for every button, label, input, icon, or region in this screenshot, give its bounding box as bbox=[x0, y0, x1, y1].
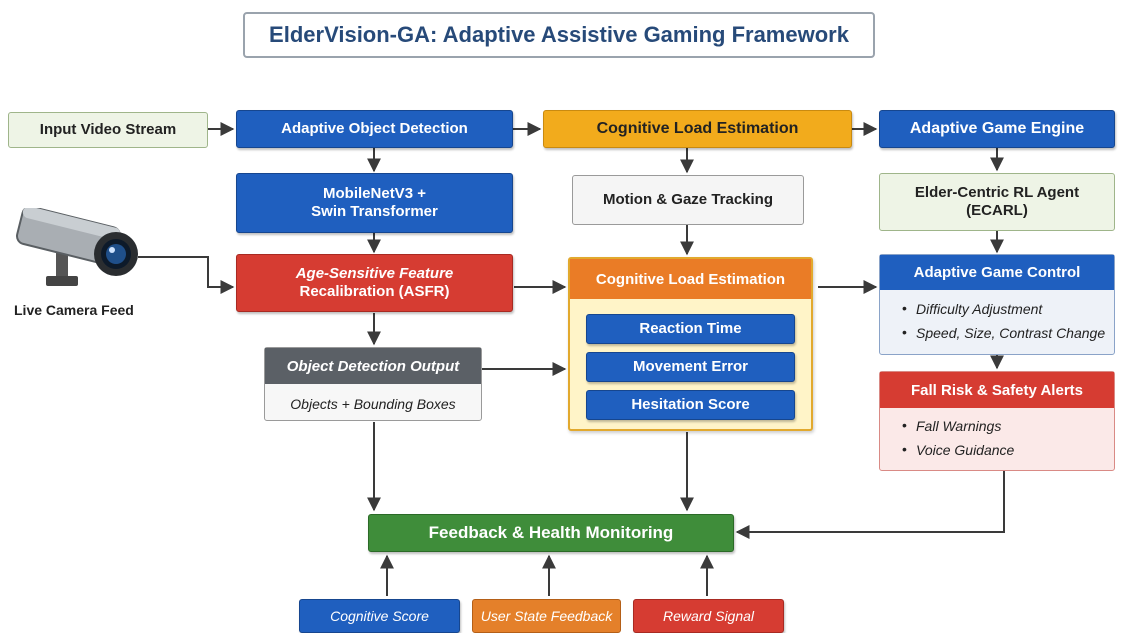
adaptive-game-control-list: Difficulty Adjustment Speed, Size, Contr… bbox=[902, 300, 1110, 349]
fall-risk-title: Fall Risk & Safety Alerts bbox=[910, 381, 1083, 399]
cognitive-score-node: Cognitive Score bbox=[299, 599, 460, 633]
arrow-camera-to-asfr bbox=[138, 256, 235, 294]
adaptive-game-control-title: Adaptive Game Control bbox=[913, 264, 1081, 281]
feedback-health-monitoring-node: Feedback & Health Monitoring bbox=[368, 514, 734, 552]
fall-risk-list: Fall Warnings Voice Guidance bbox=[902, 417, 1110, 466]
asfr-label-line1: Age-Sensitive Feature bbox=[295, 265, 454, 282]
adaptive-game-engine-label: Adaptive Game Engine bbox=[909, 120, 1085, 138]
fall-risk-item-warnings: Fall Warnings bbox=[902, 417, 1110, 434]
cognitive-score-label: Cognitive Score bbox=[330, 607, 429, 624]
live-camera-feed-label: Live Camera Feed bbox=[14, 302, 134, 318]
object-detection-output-body: Objects + Bounding Boxes bbox=[290, 396, 456, 412]
motion-gaze-tracking-label: Motion & Gaze Tracking bbox=[602, 191, 774, 208]
reaction-time-label: Reaction Time bbox=[639, 320, 742, 337]
adaptive-game-control-header: Adaptive Game Control bbox=[880, 255, 1114, 290]
backbone-node: MobileNetV3 + Swin Transformer bbox=[236, 173, 513, 233]
asfr-label-line2: Recalibration (ASFR) bbox=[299, 283, 450, 300]
rl-agent-node: Elder-Centric RL Agent (ECARL) bbox=[879, 173, 1115, 231]
adaptive-object-detection-node: Adaptive Object Detection bbox=[236, 110, 513, 148]
fall-risk-item-voice-guidance: Voice Guidance bbox=[902, 441, 1110, 458]
adaptive-game-control-panel: Adaptive Game Control Difficulty Adjustm… bbox=[879, 254, 1115, 355]
object-detection-output-panel: Object Detection Output Objects + Boundi… bbox=[264, 347, 482, 421]
hesitation-score-metric: Hesitation Score bbox=[586, 390, 795, 420]
reaction-time-metric: Reaction Time bbox=[586, 314, 795, 344]
reward-signal-label: Reward Signal bbox=[662, 607, 755, 624]
adaptive-object-detection-label: Adaptive Object Detection bbox=[281, 120, 468, 137]
fall-risk-panel: Fall Risk & Safety Alerts Fall Warnings … bbox=[879, 371, 1115, 471]
backbone-label-line1: MobileNetV3 + bbox=[323, 185, 426, 202]
rl-agent-label-line1: Elder-Centric RL Agent bbox=[914, 184, 1080, 201]
diagram-title: ElderVision-GA: Adaptive Assistive Gamin… bbox=[243, 12, 875, 58]
game-control-item-speed-size-contrast: Speed, Size, Contrast Change bbox=[902, 324, 1110, 341]
game-control-item-difficulty: Difficulty Adjustment bbox=[902, 300, 1110, 317]
reward-signal-node: Reward Signal bbox=[633, 599, 784, 633]
adaptive-game-engine-node: Adaptive Game Engine bbox=[879, 110, 1115, 148]
cognitive-load-panel-header: Cognitive Load Estimation bbox=[570, 259, 811, 299]
motion-gaze-tracking-node: Motion & Gaze Tracking bbox=[572, 175, 804, 225]
user-state-feedback-node: User State Feedback bbox=[472, 599, 621, 633]
object-detection-output-title: Object Detection Output bbox=[286, 357, 460, 375]
arrow-fallrisk-to-feedback bbox=[735, 471, 1005, 539]
movement-error-label: Movement Error bbox=[632, 358, 749, 375]
security-camera-icon bbox=[14, 205, 144, 298]
asfr-node: Age-Sensitive Feature Recalibration (ASF… bbox=[236, 254, 513, 312]
cognitive-load-panel-title: Cognitive Load Estimation bbox=[595, 270, 786, 288]
fall-risk-header: Fall Risk & Safety Alerts bbox=[880, 372, 1114, 408]
cognitive-load-estimation-top-node: Cognitive Load Estimation bbox=[543, 110, 852, 148]
user-state-feedback-label: User State Feedback bbox=[480, 607, 613, 624]
cognitive-load-estimation-top-label: Cognitive Load Estimation bbox=[596, 120, 799, 138]
rl-agent-label-line2: (ECARL) bbox=[966, 202, 1028, 219]
object-detection-output-header: Object Detection Output bbox=[265, 348, 481, 384]
cognitive-load-panel: Cognitive Load Estimation Reaction Time … bbox=[568, 257, 813, 431]
backbone-label-line2: Swin Transformer bbox=[311, 203, 438, 220]
input-video-stream-label: Input Video Stream bbox=[39, 121, 177, 138]
movement-error-metric: Movement Error bbox=[586, 352, 795, 382]
input-video-stream-node: Input Video Stream bbox=[8, 112, 208, 148]
hesitation-score-label: Hesitation Score bbox=[631, 396, 750, 413]
feedback-health-monitoring-label: Feedback & Health Monitoring bbox=[428, 522, 674, 542]
